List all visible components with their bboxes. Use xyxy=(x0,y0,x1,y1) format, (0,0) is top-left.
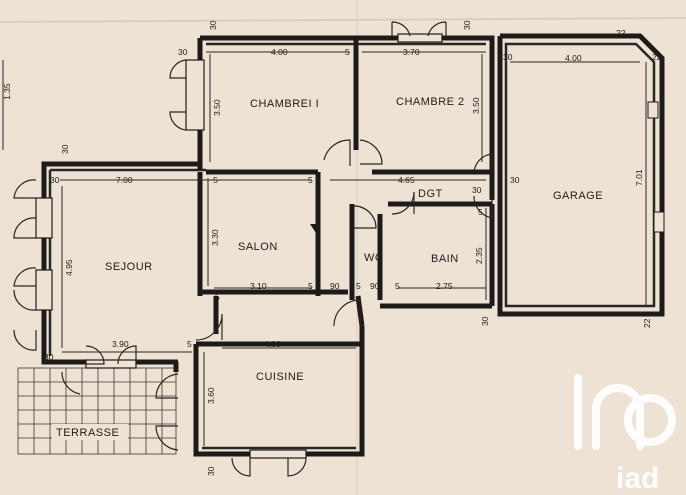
dim-sejour-width: 7.00 xyxy=(116,175,133,185)
dim-wall-30: 30 xyxy=(480,316,490,326)
dim-wall-5: 5 xyxy=(215,292,220,302)
dim-garage-width: 4.00 xyxy=(565,53,582,63)
room-salon: SALON xyxy=(238,241,278,253)
room-garage: GARAGE xyxy=(553,190,603,202)
dim-ch1-width: 4.00 xyxy=(271,47,288,57)
dim-wall-30: 30 xyxy=(178,47,188,57)
logo-text: iad xyxy=(616,462,659,495)
dim-wall-5: 5 xyxy=(478,207,483,217)
dim-bain-width: 2.75 xyxy=(436,281,453,291)
room-sejour: SEJOUR xyxy=(105,261,153,273)
left-margin-dim: 1.35 xyxy=(2,83,12,100)
room-wc: WC xyxy=(364,252,383,264)
interior-walls xyxy=(173,38,495,372)
dim-terrasse-width: 3.90 xyxy=(112,339,129,349)
room-chambre2: CHAMBRE 2 xyxy=(396,96,465,108)
dim-wall-30: 30 xyxy=(60,144,70,154)
dim-wall-5: 5 xyxy=(187,339,192,349)
dim-wc-a: 90 xyxy=(330,281,340,291)
dim-ch2-depth: 3.50 xyxy=(471,97,481,114)
terrasse-label-bg xyxy=(52,424,128,440)
dim-sejour-depth: 4.95 xyxy=(64,259,74,276)
fireplace-mark xyxy=(310,224,318,236)
dim-garage-depth: 7.01 xyxy=(634,169,644,186)
dim-wall-30: 30 xyxy=(462,20,472,30)
logo-circle xyxy=(624,394,676,446)
dim-wall-30: 30 xyxy=(472,185,482,195)
dim-cuisine-depth: 3.60 xyxy=(206,387,216,404)
dim-wc-b: 90 xyxy=(370,281,380,291)
dim-wall-5: 5 xyxy=(308,281,313,291)
dim-wall-22: 22 xyxy=(642,318,652,328)
dim-ch1-depth: 3.50 xyxy=(212,99,222,116)
dim-wall-5: 5 xyxy=(308,175,313,185)
dim-cuisine-width: 4.00 xyxy=(264,339,281,349)
dim-dgt-width: 4.65 xyxy=(398,175,415,185)
room-chambre1: CHAMBREI I xyxy=(250,98,319,110)
dim-wall-30: 30 xyxy=(50,175,60,185)
room-bain: BAIN xyxy=(431,253,459,265)
dim-wall-30: 30 xyxy=(206,466,216,476)
room-dgt: DGT xyxy=(418,188,443,200)
dim-salon-depth: 3.30 xyxy=(210,229,220,246)
dim-bain-depth: 2.35 xyxy=(474,247,484,264)
dim-wall-22: 22 xyxy=(652,52,662,62)
dimension-lines xyxy=(60,51,647,446)
room-labels: CHAMBREI I CHAMBRE 2 GARAGE DGT SALON SE… xyxy=(56,96,603,439)
room-terrasse: TERRASSE xyxy=(56,427,119,439)
windows xyxy=(35,33,665,459)
fold-line xyxy=(0,17,686,23)
dim-salon-width: 3.10 xyxy=(250,281,267,291)
dim-wall-5: 5 xyxy=(213,175,218,185)
dim-wall-30: 30 xyxy=(510,175,520,185)
terrasse-tiles xyxy=(17,367,177,455)
dim-wall-5: 5 xyxy=(356,281,361,291)
dim-wall-5: 5 xyxy=(395,281,400,291)
dim-wall-30: 30 xyxy=(208,20,218,30)
door-swings xyxy=(13,21,493,477)
dim-ch2-width: 3.70 xyxy=(403,47,420,57)
dimension-labels: 4.00 3.70 4.00 7.00 4.65 3.10 2.75 90 90… xyxy=(44,20,662,476)
dim-wall-30: 30 xyxy=(44,352,54,362)
room-cuisine: CUISINE xyxy=(256,371,304,383)
dim-wall-5: 5 xyxy=(345,47,350,57)
dim-wall-22: 22 xyxy=(616,28,626,38)
dim-wall-30: 30 xyxy=(503,52,513,62)
iad-logo: iad xyxy=(574,374,676,495)
